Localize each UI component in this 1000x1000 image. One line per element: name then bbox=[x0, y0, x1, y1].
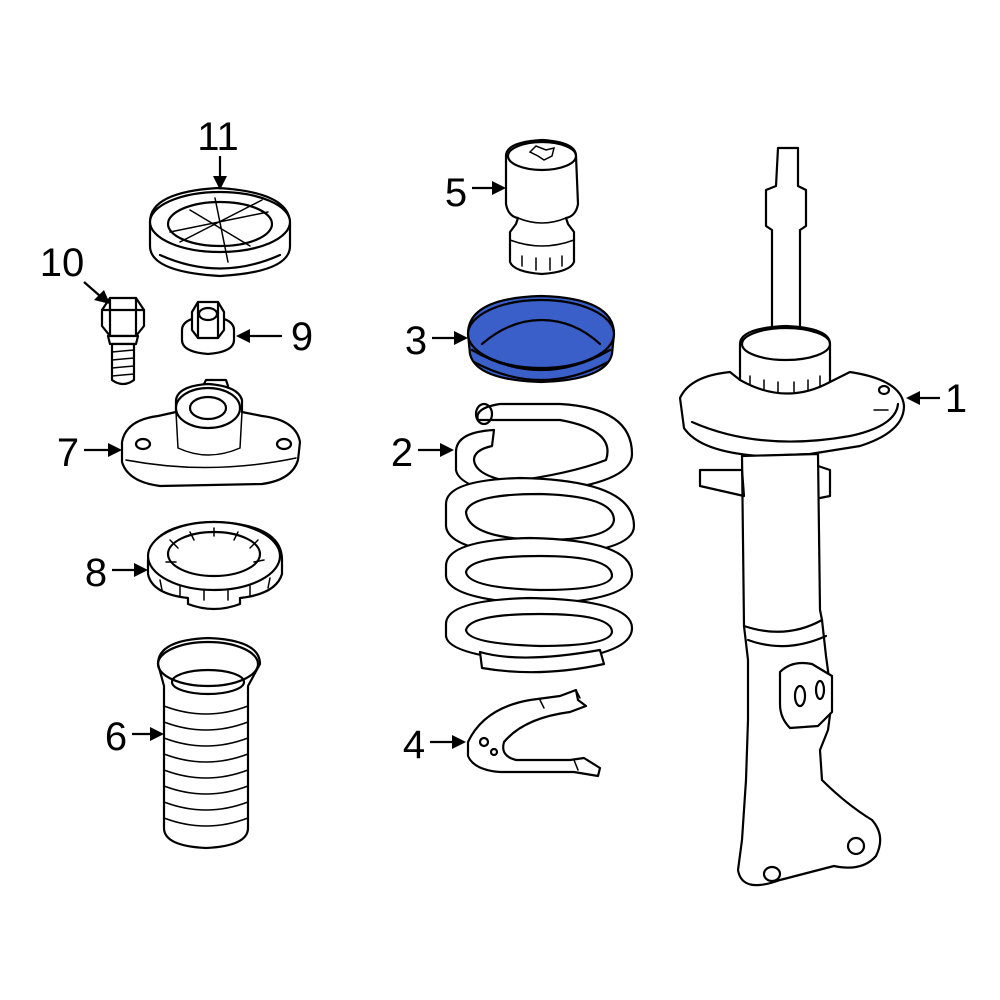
part-2-coil-spring[interactable] bbox=[444, 402, 636, 674]
callout-arrowhead-4 bbox=[452, 735, 466, 749]
callout-arrowhead-5 bbox=[492, 181, 506, 195]
part-8-spring-seat[interactable] bbox=[146, 520, 284, 611]
part-5-bump-stop[interactable] bbox=[504, 138, 580, 276]
callout-label-3: 3 bbox=[405, 319, 427, 363]
part-7-strut-mount[interactable] bbox=[120, 378, 302, 488]
callout-label-10: 10 bbox=[40, 241, 85, 285]
callout-arrowhead-7 bbox=[108, 443, 122, 457]
callout-label-2: 2 bbox=[391, 431, 413, 475]
callout-label-7: 7 bbox=[57, 431, 79, 475]
callout-arrowhead-11 bbox=[213, 176, 227, 190]
part-9-nut[interactable] bbox=[180, 300, 236, 356]
part-1-strut-assembly[interactable] bbox=[678, 146, 906, 887]
part-11-mount-cover[interactable] bbox=[148, 186, 292, 278]
callout-label-6: 6 bbox=[105, 715, 127, 759]
part-6-dust-boot[interactable] bbox=[156, 636, 262, 850]
callout-arrowhead-10 bbox=[94, 290, 110, 304]
callout-label-8: 8 bbox=[85, 551, 107, 595]
part-4-bracket[interactable] bbox=[466, 688, 602, 778]
callout-label-11: 11 bbox=[197, 115, 239, 159]
callout-arrowhead-2 bbox=[440, 443, 454, 457]
callout-arrowhead-8 bbox=[134, 563, 148, 577]
callout-label-4: 4 bbox=[403, 723, 425, 767]
callout-label-5: 5 bbox=[445, 171, 467, 215]
callout-arrowhead-9 bbox=[236, 329, 250, 343]
callout-arrowhead-1 bbox=[906, 391, 920, 405]
callout-arrow-10 bbox=[83, 281, 101, 297]
part-3-spring-insulator[interactable] bbox=[466, 294, 616, 384]
callout-label-9: 9 bbox=[291, 315, 313, 359]
part-10-bolt[interactable] bbox=[100, 296, 146, 386]
callout-arrowhead-6 bbox=[150, 727, 164, 741]
callout-label-1: 1 bbox=[945, 377, 967, 421]
callout-arrowhead-3 bbox=[454, 331, 468, 345]
